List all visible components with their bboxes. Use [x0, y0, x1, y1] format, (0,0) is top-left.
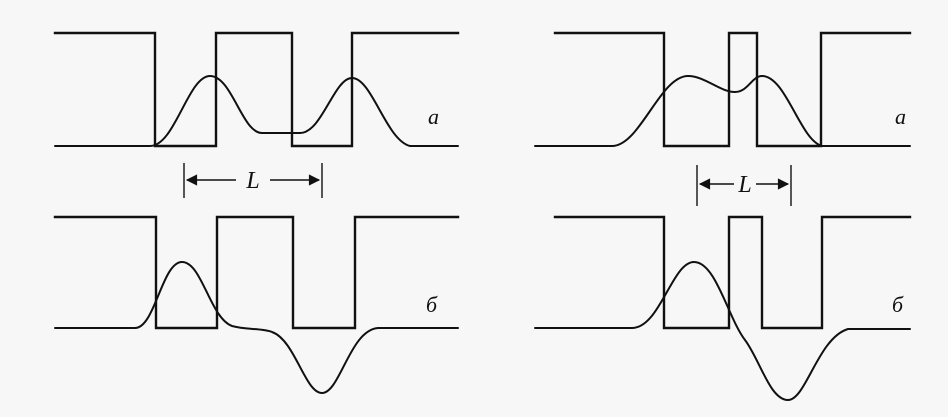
square-wave-bottom-right [553, 215, 912, 330]
square-wave-top-left [53, 31, 460, 148]
response-curve-top-left [54, 75, 459, 147]
response-curve-bottom-right [534, 261, 911, 401]
panel-top-right: а [534, 31, 912, 148]
panel-label-top-left: а [428, 104, 439, 129]
dimension-right: L [696, 165, 792, 206]
dimension-label-left: L [245, 168, 259, 194]
panel-top-left: а [53, 31, 460, 148]
panel-bottom-left: б [53, 215, 460, 394]
dimension-label-right: L [737, 172, 751, 198]
panel-label-top-right: а [895, 104, 906, 129]
panel-label-bottom-left: б [426, 292, 438, 317]
square-wave-bottom-left [53, 215, 460, 330]
panel-bottom-right: б [534, 215, 912, 401]
square-wave-top-right [553, 31, 912, 148]
response-curve-bottom-left [54, 261, 459, 394]
response-curve-top-right [534, 75, 911, 147]
dimension-left: L [183, 163, 323, 198]
panel-label-bottom-right: б [892, 292, 904, 317]
